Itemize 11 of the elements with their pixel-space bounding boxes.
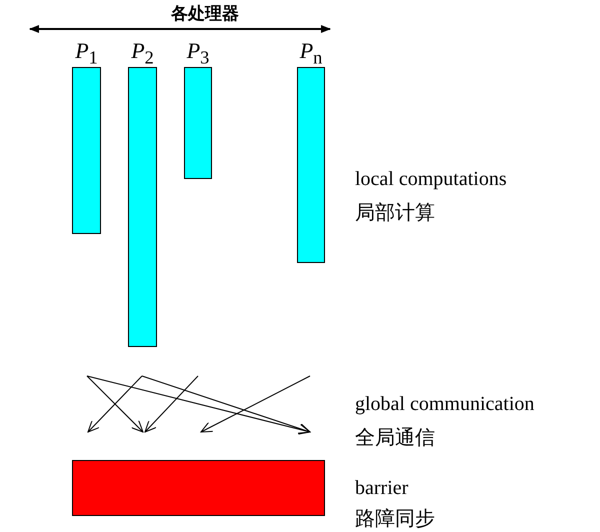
processor-label: P$_{n}$ <box>298 39 324 70</box>
processor-label: P$_{2}$ <box>130 39 155 70</box>
phase-label: 路障同步 <box>355 508 435 530</box>
phase-label: global communication <box>355 393 534 415</box>
phase-label: barrier <box>355 477 408 499</box>
phase-label: local computations <box>355 168 507 190</box>
processor-label: P$_{1}$ <box>74 39 99 70</box>
phase-label: 局部计算 <box>355 202 435 224</box>
phase-label: 全局通信 <box>355 427 435 449</box>
processor-label: P$_{3}$ <box>186 39 210 70</box>
title: 各处理器 <box>170 3 240 25</box>
